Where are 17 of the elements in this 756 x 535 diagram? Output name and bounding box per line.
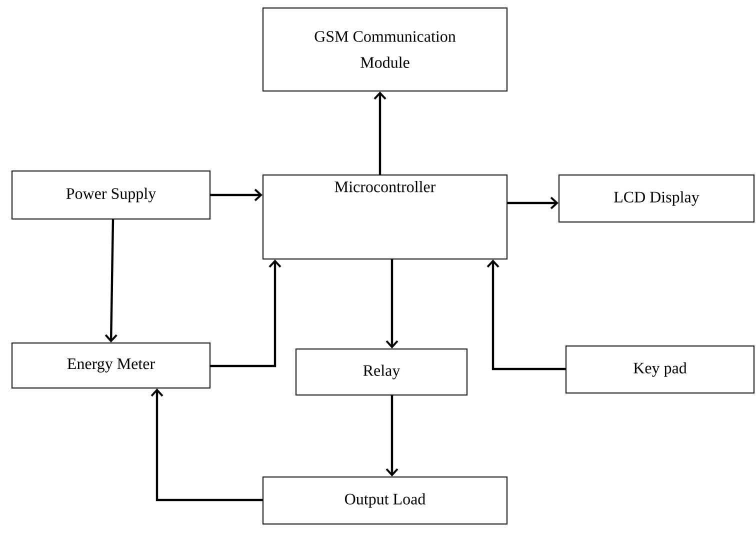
arrow: [386, 260, 398, 348]
arrow: [210, 260, 282, 368]
block-box: Relay: [296, 348, 468, 396]
block-box: Output Load: [262, 476, 508, 524]
block-box: Energy Meter: [12, 342, 210, 388]
block-box: GSM Communication Module: [262, 8, 508, 92]
block-box: Power Supply: [12, 170, 210, 220]
arrow: [150, 388, 262, 502]
block-box: Microcontroller: [262, 174, 508, 260]
block-box: Key pad: [566, 345, 754, 394]
arrow: [104, 219, 118, 342]
arrow: [508, 196, 558, 210]
block-box: LCD Display: [558, 174, 754, 222]
arrow: [374, 92, 386, 174]
arrow: [486, 260, 566, 370]
arrow: [210, 188, 262, 202]
arrow: [386, 395, 398, 476]
